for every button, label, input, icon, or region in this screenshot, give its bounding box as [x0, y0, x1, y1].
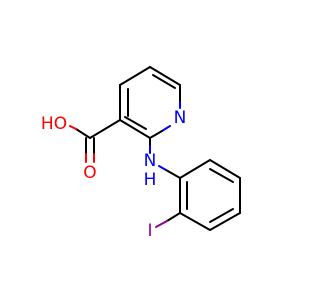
bond-ph2-ph3-inner: [209, 168, 234, 183]
bond-ph6-i: [155, 220, 168, 228]
bond-ph2-ph3: [209, 159, 241, 179]
bond-ph4-ph5-inner: [209, 208, 234, 223]
bond-ph5-ph6: [179, 212, 211, 231]
carbonyl-oxygen-label: O: [83, 163, 96, 183]
bond-ph4-ph5: [209, 212, 241, 231]
bond-n1-c2: [161, 125, 171, 132]
iodine-label: I: [147, 221, 152, 241]
bond-nh-phenyl: [165, 169, 181, 179]
bond-carboxyl-oh-o: [69, 125, 77, 130]
bond-c4-c5-inner: [152, 74, 176, 89]
bond-c2-c3: [119, 119, 151, 139]
amine-nitrogen-label: N: [144, 151, 157, 171]
bond-c3-c4: [119, 66, 151, 86]
bond-n1-c2-b: [149, 130, 163, 139]
bond-ph6-i-c: [166, 212, 181, 222]
molecule-diagram: N HO O N H I: [41, 66, 241, 241]
hydroxyl-label: HO: [41, 114, 67, 134]
bond-c2-c3-inner: [124, 116, 147, 130]
bond-carboxyl-oh: [75, 128, 91, 139]
bond-c3-carboxyl: [89, 119, 121, 139]
ring-nitrogen-label: N: [174, 108, 187, 128]
structure-svg: N HO O N H I: [41, 66, 241, 241]
bond-ph1-ph2: [179, 159, 211, 179]
bond-c4-c5: [149, 66, 181, 86]
amine-hydrogen-label: H: [144, 170, 157, 190]
bond-nh-phenyl-n: [158, 165, 167, 171]
